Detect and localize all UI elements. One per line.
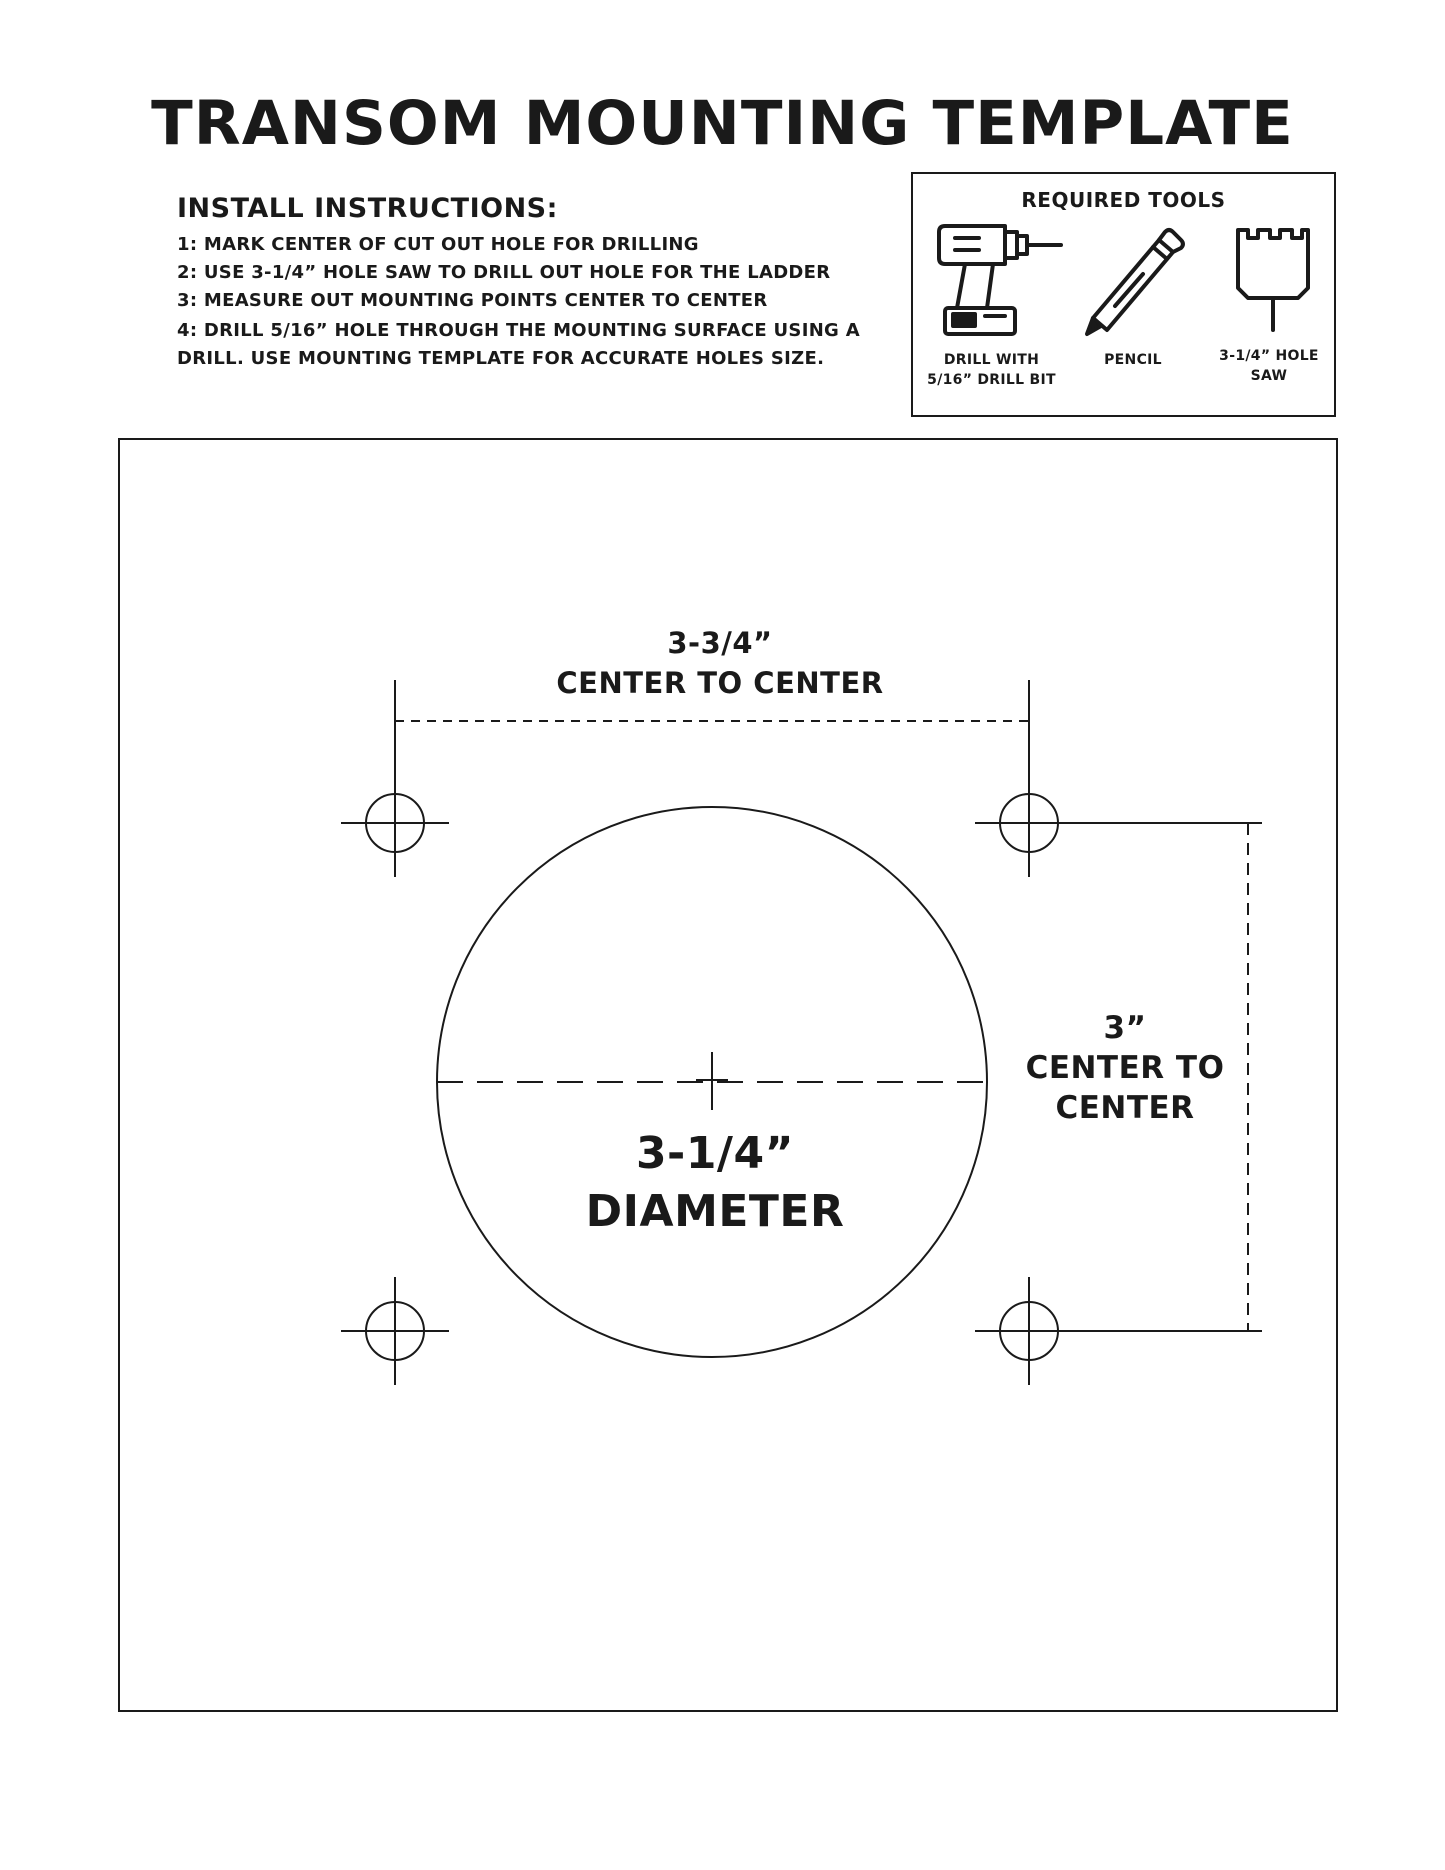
instruction-step-4-continued: DRILL. USE MOUNTING TEMPLATE FOR ACCURAT… [177,348,825,369]
page-title: TRANSOM MOUNTING TEMPLATE [151,88,1294,159]
instruction-step-4: 4: DRILL 5/16” HOLE THROUGH THE MOUNTING… [177,320,860,341]
vertical-dimension-caption-line2: CENTER [1055,1090,1195,1126]
mounting-hole-bottom-right [975,1277,1262,1385]
tool-label-hole-saw: 3-1/4” HOLE SAW [1219,348,1319,384]
mounting-hole-bottom-left [341,1277,449,1385]
pencil-icon [1085,228,1185,336]
mounting-hole-top-right [975,680,1262,877]
horizontal-dimension-caption: CENTER TO CENTER [556,666,884,700]
template-frame [118,438,1338,1712]
drill-icon [937,224,1063,336]
instruction-step-3: 3: MEASURE OUT MOUNTING POINTS CENTER TO… [177,290,768,311]
tool-label-drill: DRILL WITH 5/16” DRILL BIT [927,352,1056,388]
tool-label-pencil: PENCIL [1104,352,1162,368]
install-instructions: INSTALL INSTRUCTIONS: 1: MARK CENTER OF … [177,193,897,374]
instruction-step-1: 1: MARK CENTER OF CUT OUT HOLE FOR DRILL… [177,234,699,255]
required-tools-heading: REQUIRED TOOLS [1021,188,1226,212]
vertical-dimension-label: 3” CENTER TO CENTER [1010,1008,1240,1128]
hole-saw-icon [1236,228,1310,332]
mounting-hole-top-left [341,680,449,877]
instructions-heading: INSTALL INSTRUCTIONS: [177,193,558,224]
horizontal-dimension-label: 3-3/4” CENTER TO CENTER [500,623,940,703]
vertical-dimension-value: 3” [1103,1010,1147,1046]
horizontal-dimension-value: 3-3/4” [667,626,773,660]
required-tools-box: REQUIRED TOOLS [911,172,1336,417]
diameter-value: 3-1/4” [635,1128,795,1179]
diameter-label: 3-1/4” DIAMETER [515,1125,915,1241]
instruction-step-2: 2: USE 3-1/4” HOLE SAW TO DRILL OUT HOLE… [177,262,831,283]
diameter-caption: DIAMETER [585,1186,845,1237]
vertical-dimension-caption-line1: CENTER TO [1025,1050,1225,1086]
center-crosshair [696,1052,728,1110]
